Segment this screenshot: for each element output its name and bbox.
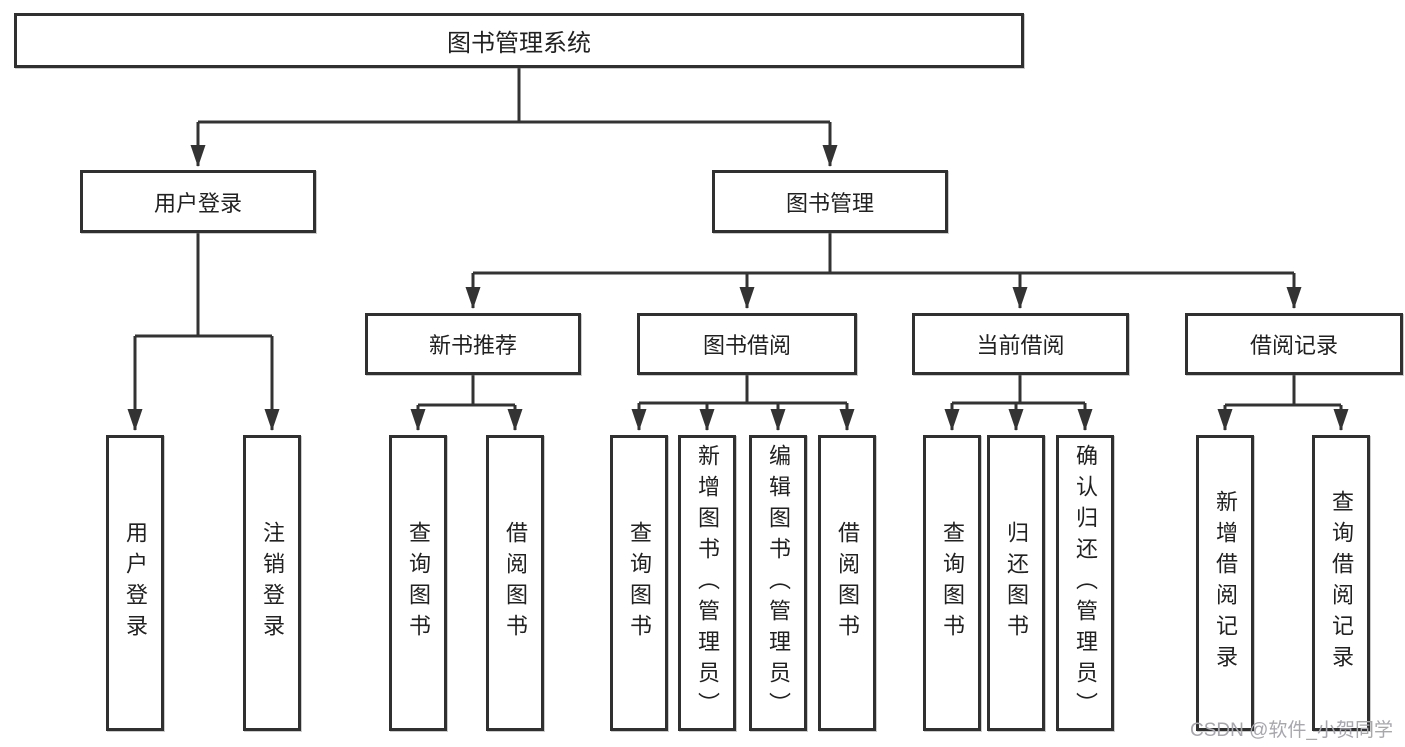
leaf-borrow-books-recommend: 借阅图书 [486, 435, 544, 731]
leaf-query-borrow-record: 查询借阅记录 [1312, 435, 1370, 731]
leaf-logout: 注销登录 [243, 435, 301, 731]
node-book-borrow-label: 图书借阅 [702, 333, 791, 358]
leaf-return-book: 归还图书 [987, 435, 1045, 731]
node-root-label: 图书管理系统 [447, 30, 591, 57]
leaf-borrow-books-recommend-label: 借阅图书 [503, 521, 528, 645]
leaf-query-books-borrow: 查询图书 [610, 435, 668, 731]
leaf-borrow-books-label: 借阅图书 [835, 521, 860, 645]
leaf-add-borrow-record: 新增借阅记录 [1196, 435, 1254, 731]
node-new-book-recommend: 新书推荐 [365, 313, 581, 375]
leaf-add-borrow-record-label: 新增借阅记录 [1213, 490, 1238, 676]
leaf-query-books-recommend-label: 查询图书 [406, 521, 431, 645]
leaf-query-books-borrow-label: 查询图书 [627, 521, 652, 645]
node-borrow-records-label: 借阅记录 [1249, 333, 1338, 358]
leaf-confirm-return-admin-label: 确认归还（管理员） [1073, 443, 1098, 723]
node-borrow-records: 借阅记录 [1185, 313, 1403, 375]
node-current-borrow-label: 当前借阅 [976, 333, 1065, 358]
node-new-book-recommend-label: 新书推荐 [428, 333, 517, 358]
leaf-add-book-admin-label: 新增图书（管理员） [695, 443, 720, 723]
leaf-query-books-current-label: 查询图书 [940, 521, 965, 645]
leaf-user-login: 用户登录 [106, 435, 164, 731]
leaf-add-book-admin: 新增图书（管理员） [678, 435, 736, 731]
leaf-borrow-books: 借阅图书 [818, 435, 876, 731]
leaf-logout-label: 注销登录 [260, 521, 285, 645]
node-book-management-label: 图书管理 [785, 190, 874, 216]
leaf-query-borrow-record-label: 查询借阅记录 [1329, 490, 1354, 676]
node-user-login: 用户登录 [80, 170, 316, 233]
node-root: 图书管理系统 [14, 13, 1024, 68]
node-book-borrow: 图书借阅 [637, 313, 857, 375]
watermark: CSDN @软件_小贺同学 [1190, 720, 1393, 741]
leaf-query-books-recommend: 查询图书 [389, 435, 447, 731]
leaf-return-book-label: 归还图书 [1004, 521, 1029, 645]
leaf-query-books-current: 查询图书 [923, 435, 981, 731]
leaf-confirm-return-admin: 确认归还（管理员） [1056, 435, 1114, 731]
leaf-edit-book-admin-label: 编辑图书（管理员） [766, 443, 791, 723]
node-user-login-label: 用户登录 [153, 190, 242, 216]
node-current-borrow: 当前借阅 [912, 313, 1129, 375]
leaf-edit-book-admin: 编辑图书（管理员） [749, 435, 807, 731]
node-book-management: 图书管理 [712, 170, 948, 233]
leaf-user-login-label: 用户登录 [123, 521, 148, 645]
